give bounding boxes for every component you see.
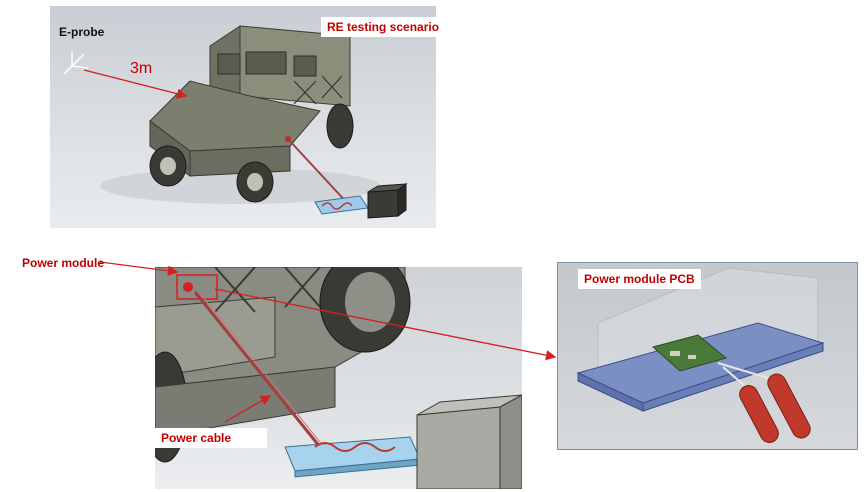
e-probe-label: E-probe bbox=[59, 25, 105, 39]
scenario-title: RE testing scenario bbox=[321, 17, 446, 37]
vehicle-model bbox=[149, 25, 354, 203]
pcb-illustration bbox=[576, 267, 825, 443]
pcb-panel bbox=[557, 262, 858, 450]
e-probe-marker bbox=[63, 52, 89, 75]
vehicle-closeup-illustration bbox=[155, 267, 522, 489]
vehicle-closeup-panel bbox=[155, 267, 522, 489]
pcb-label: Power module PCB bbox=[578, 269, 701, 289]
distance-label: 3m bbox=[130, 60, 153, 77]
power-module-label: Power module bbox=[22, 256, 105, 270]
power-cable-label: Power cable bbox=[155, 428, 267, 448]
re-scenario-panel bbox=[50, 6, 436, 228]
vehicle-overview-illustration bbox=[63, 25, 408, 219]
